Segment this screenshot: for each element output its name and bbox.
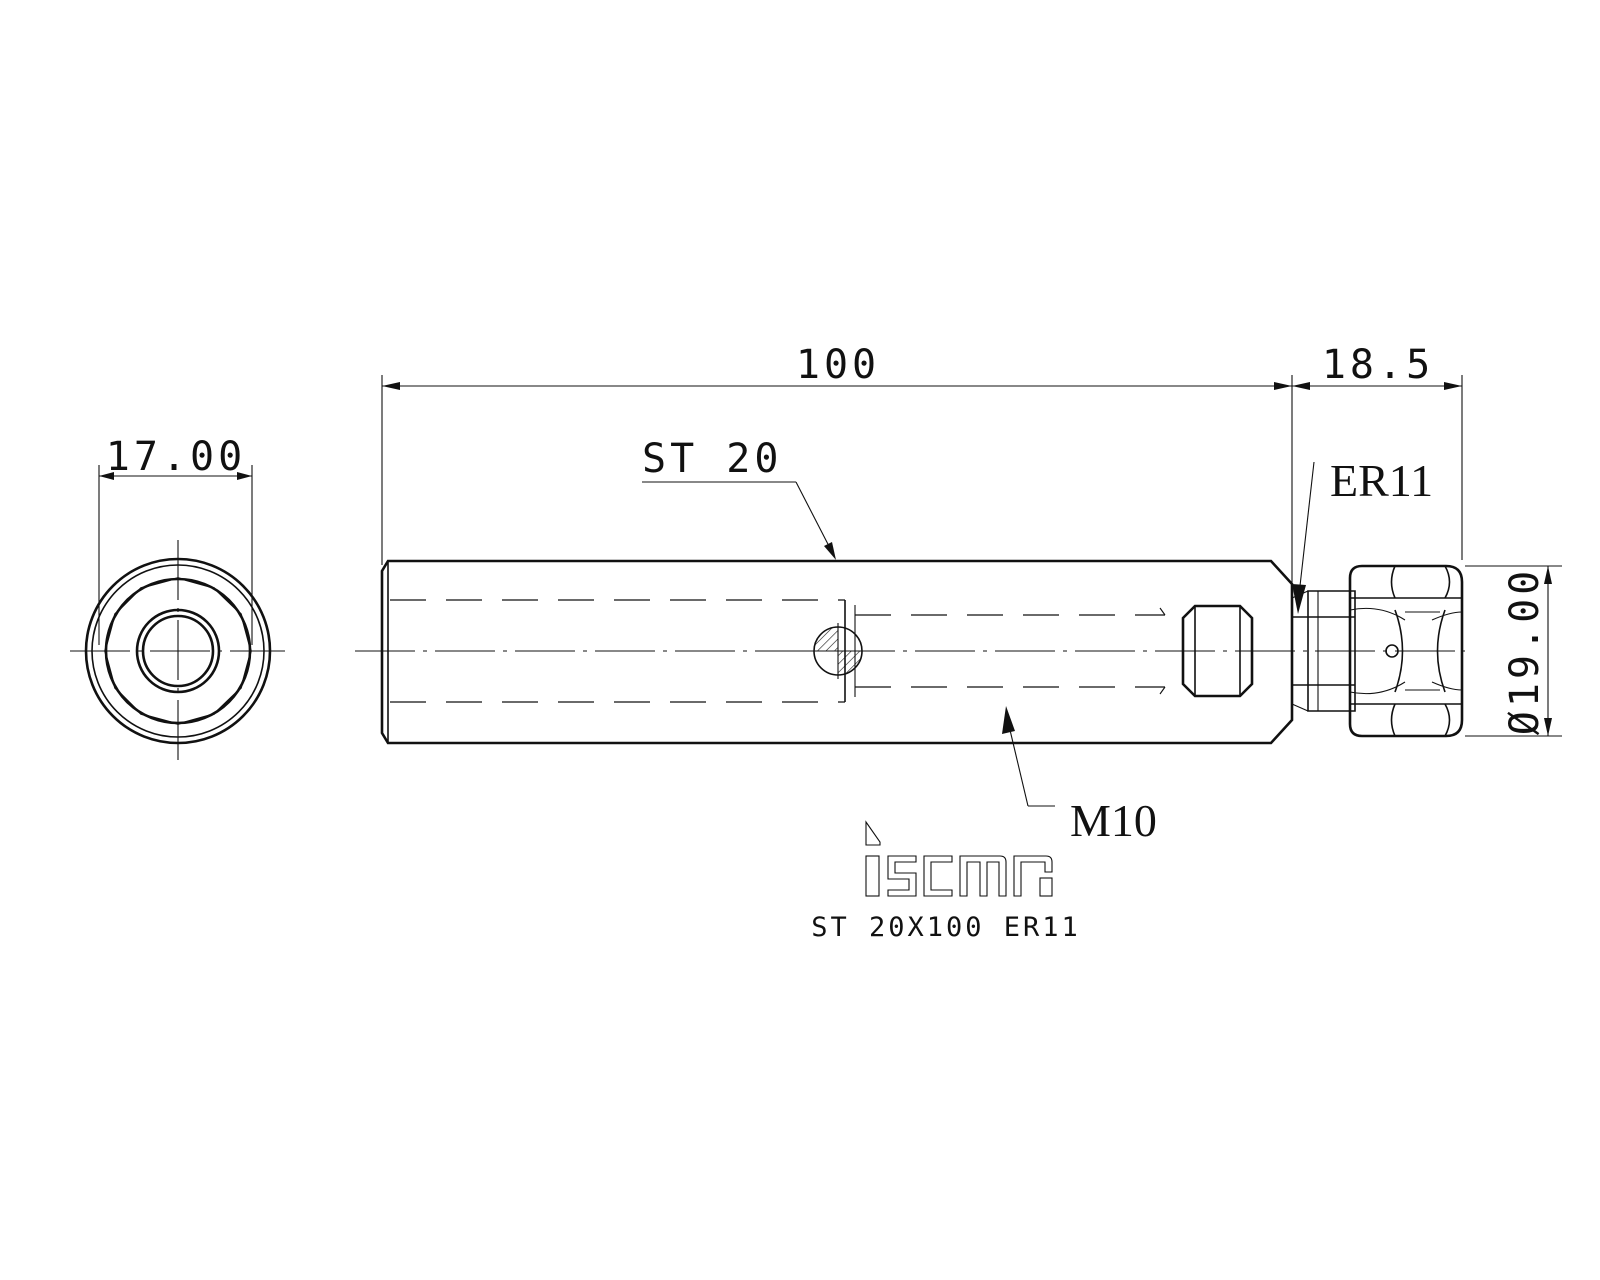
end-view-collar-circle xyxy=(104,577,252,725)
shank-callout-label: ST 20 xyxy=(642,436,782,482)
nut-diameter-label: Ø19.00 xyxy=(1502,567,1548,736)
arrow-top xyxy=(1544,566,1552,584)
shank-body xyxy=(380,559,1294,745)
arrow-right xyxy=(1444,382,1462,390)
end-view: 17.00 xyxy=(70,434,285,765)
arrow-left xyxy=(1292,382,1310,390)
arrow-bottom xyxy=(1544,718,1552,736)
arrow-left xyxy=(382,382,400,390)
callout-thread: M10 xyxy=(1002,706,1157,846)
arrow-left xyxy=(99,472,114,480)
arrow-right xyxy=(237,472,252,480)
dimension-body-length: 100 xyxy=(381,342,1293,585)
callout-collet: ER11 xyxy=(1292,455,1433,614)
dimension-nut-length: 18.5 xyxy=(1292,342,1463,560)
collet-callout-label: ER11 xyxy=(1330,455,1433,506)
thread-callout-label: M10 xyxy=(1070,795,1157,846)
collet-neck xyxy=(1291,590,1356,712)
end-view-outer-circle xyxy=(84,557,272,745)
nut-length-label: 18.5 xyxy=(1322,342,1434,388)
end-view-bore-outer xyxy=(135,608,221,694)
iscar-logo: iscar xyxy=(865,820,1053,897)
collet-nut xyxy=(1348,564,1464,738)
end-view-outer-ring xyxy=(91,564,265,738)
dimension-nut-diameter: Ø19.00 xyxy=(1465,565,1562,737)
side-view: 100 18.5 Ø19.00 ST 20 ER11 xyxy=(355,342,1562,846)
end-view-bore-inner xyxy=(141,614,215,688)
arrow-right xyxy=(1274,382,1292,390)
dimension-end-width: 17.00 xyxy=(98,434,253,645)
part-number: ST 20X100 ER11 xyxy=(811,912,1081,943)
cross-hole xyxy=(810,623,866,679)
end-width-label: 17.00 xyxy=(106,434,246,480)
body-length-label: 100 xyxy=(796,342,880,388)
callout-shank: ST 20 xyxy=(642,436,836,560)
